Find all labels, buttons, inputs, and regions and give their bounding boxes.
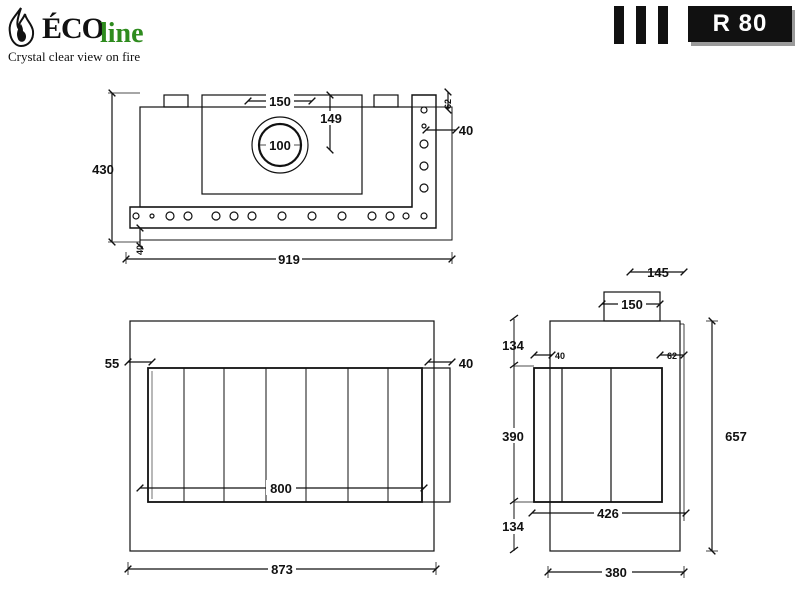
- dim-40-bottom: 40: [135, 245, 145, 255]
- collar-right: [373, 94, 399, 108]
- flame-icon: [8, 7, 35, 48]
- front-view: [124, 320, 456, 575]
- glass-panels: [151, 368, 389, 502]
- side-glass: [533, 367, 663, 503]
- dim-134-bottom: 134: [502, 519, 524, 534]
- brand-line: line: [100, 18, 144, 49]
- dim-800: 800: [270, 481, 292, 496]
- dim-134-top: 134: [502, 338, 524, 353]
- side-view-labels: 145 150 134 40 62 390 134 657 426 380: [499, 265, 747, 580]
- dim-426: 426: [597, 506, 619, 521]
- dim-149: 149: [320, 111, 342, 126]
- top-view: [108, 88, 460, 264]
- body-back: [139, 106, 413, 208]
- header: ÉCO line Crystal clear view on fire R 80: [0, 0, 800, 70]
- dim-657: 657: [725, 429, 747, 444]
- dim-390: 390: [502, 429, 524, 444]
- logo: ÉCO line: [4, 6, 164, 66]
- side-view: [509, 268, 718, 578]
- dim-40-side: 40: [555, 351, 565, 361]
- dim-40-front: 40: [459, 356, 473, 371]
- front-glass: [147, 367, 423, 503]
- front-side-panel: [422, 367, 451, 503]
- front-outer-frame: [129, 320, 435, 552]
- dim-40-right: 40: [459, 123, 473, 138]
- top-view-labels: 430 150 149 100 62 40 40 919: [92, 94, 473, 267]
- dim-430: 430: [92, 162, 114, 177]
- dim-919: 919: [278, 252, 300, 267]
- collar-left: [163, 94, 189, 108]
- dim-873: 873: [271, 562, 293, 577]
- model-badge: R 80: [688, 6, 792, 42]
- tagline: Crystal clear view on fire: [8, 49, 141, 64]
- dim-62-side: 62: [667, 351, 677, 361]
- side-body: [549, 320, 681, 552]
- brand-eco: ÉCO: [42, 12, 105, 45]
- front-view-labels: 55 40 800 873: [105, 356, 473, 577]
- dim-380: 380: [605, 565, 627, 580]
- dim-150-top: 150: [269, 94, 291, 109]
- dim-55: 55: [105, 356, 119, 371]
- dim-62-top: 62: [443, 99, 453, 109]
- model-bars-icon: [612, 6, 674, 46]
- dim-100: 100: [269, 138, 291, 153]
- bolt-holes: [132, 106, 429, 221]
- dim-145: 145: [647, 265, 669, 280]
- frame-l: [129, 94, 437, 229]
- dim-150-side: 150: [621, 297, 643, 312]
- flue-outer-circle: [251, 116, 309, 174]
